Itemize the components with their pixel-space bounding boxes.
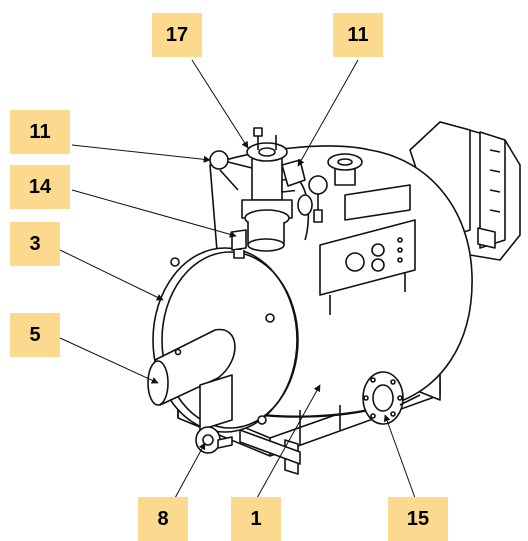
leader-3 [59, 249, 164, 301]
leader-1 [256, 384, 321, 499]
callout-5: 5 [10, 313, 60, 357]
leader-11-left [71, 144, 211, 163]
frame-supports [299, 394, 421, 445]
callout-3: 3 [10, 222, 60, 266]
leader-14 [71, 189, 237, 238]
inspection-hatch [199, 374, 233, 431]
callout-17: 17 [152, 13, 202, 57]
safety-valve [231, 229, 247, 259]
control-panel [319, 184, 416, 315]
leader-8 [174, 442, 206, 499]
leader-11-top [297, 59, 359, 167]
callout-15: 15 [388, 497, 448, 541]
top-nozzle [327, 153, 363, 186]
leader-5 [59, 337, 159, 384]
callout-11-left: 11 [10, 110, 70, 154]
callout-14: 14 [10, 165, 70, 209]
flange-15 [362, 371, 404, 425]
valve-column [241, 127, 313, 252]
pressure-gauge [308, 175, 328, 223]
callout-11-top: 11 [333, 13, 383, 57]
leader-15 [383, 414, 416, 499]
callout-1: 1 [231, 497, 281, 541]
leader-17 [191, 59, 249, 149]
callout-8: 8 [138, 497, 188, 541]
